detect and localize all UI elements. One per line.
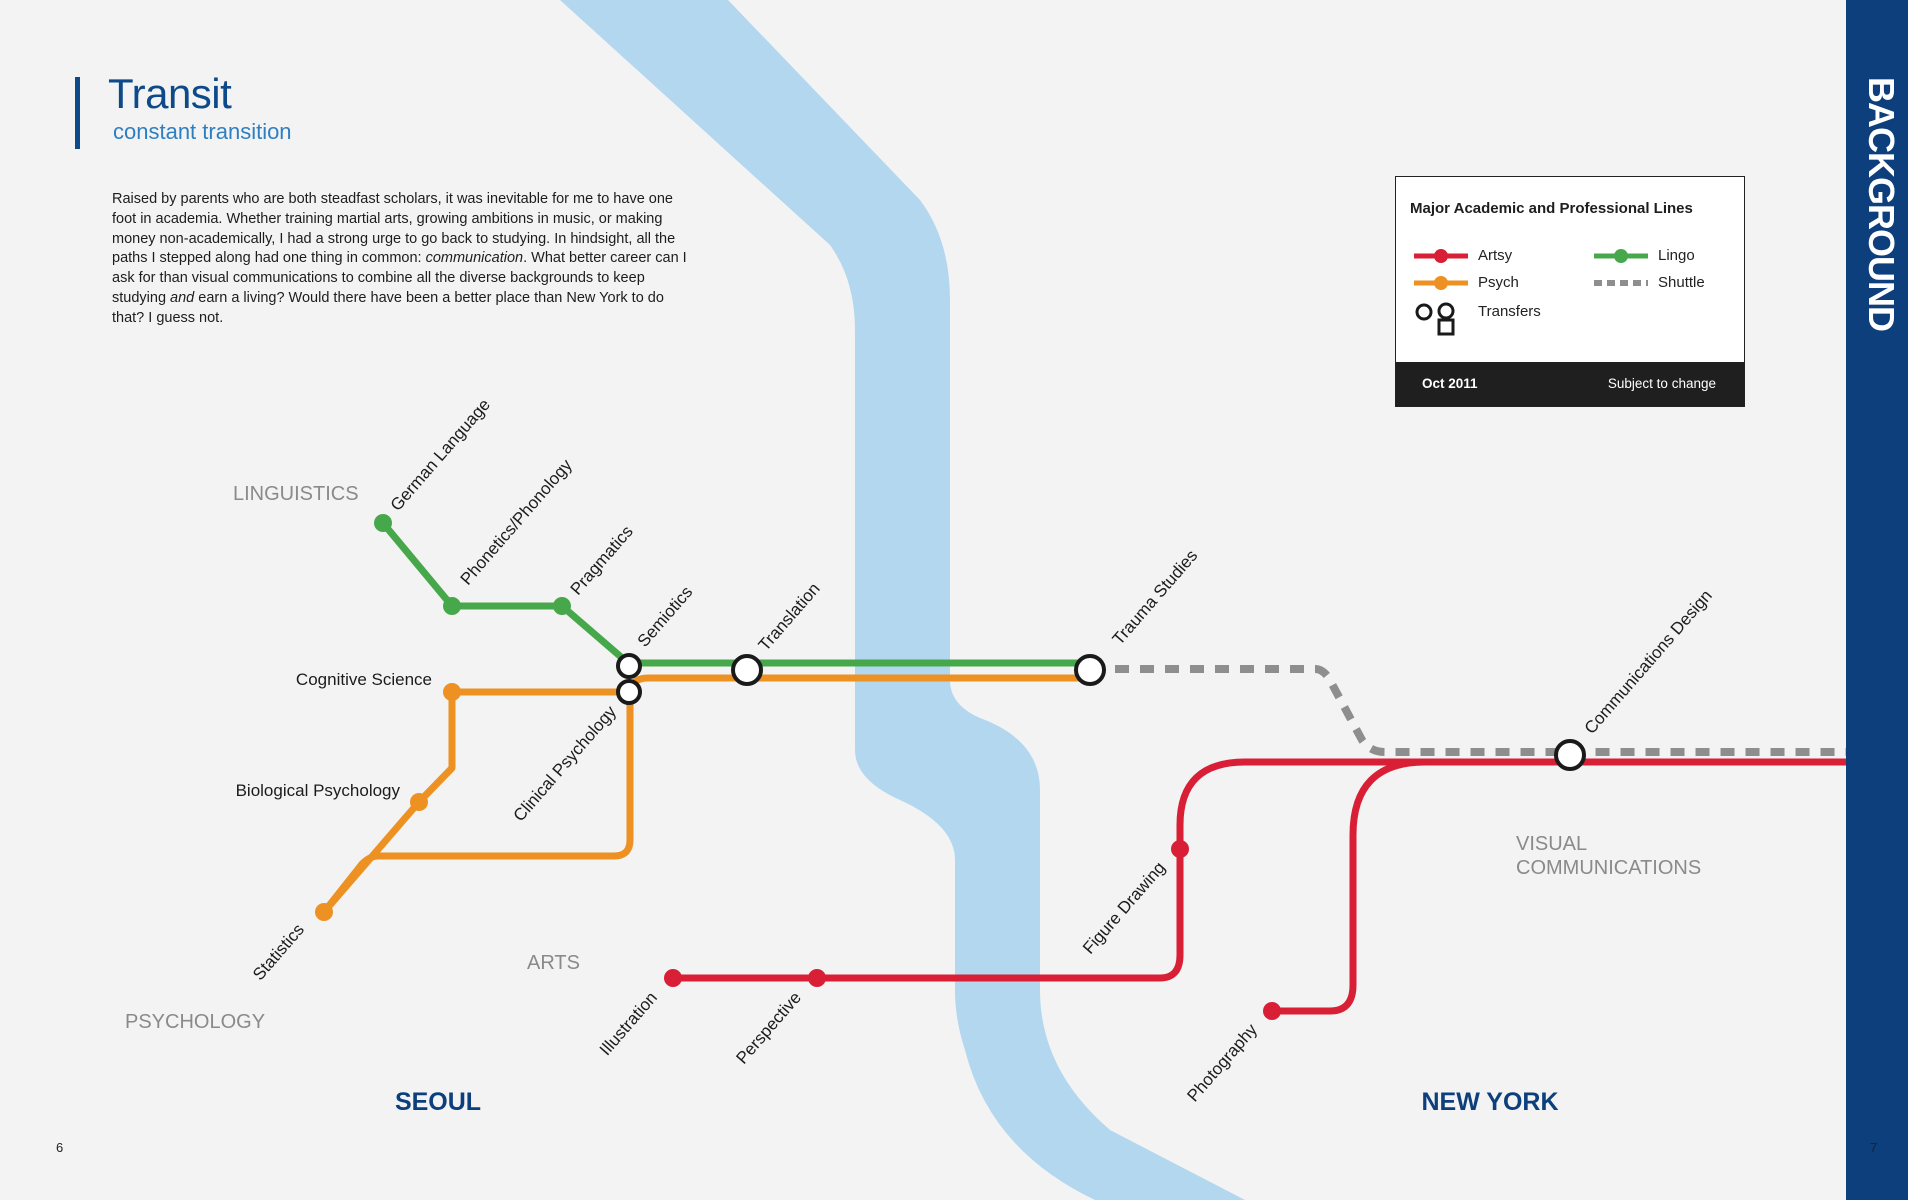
station-label-german-language: German Language	[387, 395, 494, 514]
lingo-line-icon	[1594, 249, 1648, 263]
station-label-pragmatics: Pragmatics	[567, 522, 637, 599]
station-phonetics-phonology	[443, 597, 461, 615]
legend-title: Major Academic and Professional Lines	[1410, 200, 1693, 217]
page-title: Transit	[108, 70, 232, 117]
page-number-left: 6	[56, 1140, 64, 1155]
station-figure-drawing	[1171, 840, 1189, 858]
legend-label: Artsy	[1478, 247, 1513, 264]
intro-text-run: and	[170, 289, 195, 306]
station-semiotics	[616, 679, 642, 705]
station-label-translation: Translation	[755, 579, 824, 654]
station-label-trauma-studies: Trauma Studies	[1109, 546, 1202, 649]
station-perspective	[808, 969, 826, 987]
page-subtitle: constant transition	[113, 119, 292, 144]
district-label-linguistics: LINGUISTICS	[233, 483, 359, 505]
page-number-right: 7	[1870, 1140, 1878, 1155]
map-legend: Major Academic and Professional Lines Ar…	[1395, 176, 1745, 407]
legend-date: Oct 2011	[1422, 376, 1478, 391]
stations	[315, 514, 1586, 1020]
transfer-station-icon	[1415, 302, 1455, 336]
psych-line-icon	[1414, 276, 1468, 290]
station-label-cognitive-science: Cognitive Science	[296, 670, 432, 689]
station-german-language	[374, 514, 392, 532]
city-label-seoul: SEOUL	[395, 1088, 481, 1116]
legend-note: Subject to change	[1607, 376, 1716, 391]
station-photography	[1263, 1002, 1281, 1020]
station-trauma-studies	[1074, 654, 1106, 686]
station-label-illustration: Illustration	[596, 988, 661, 1059]
line-psych-branch	[320, 688, 634, 916]
station-cognitive-science	[443, 683, 461, 701]
legend-footer: Oct 2011 Subject to change	[1396, 362, 1744, 406]
section-sidebar: BACKGROUND	[1846, 0, 1908, 1200]
legend-item-artsy: Artsy	[1412, 244, 1572, 268]
station-label-biological-psychology: Biological Psychology	[236, 781, 401, 800]
intro-text-run: earn a living? Would there have been a b…	[112, 289, 664, 326]
station-translation	[731, 654, 763, 686]
intro-text-run: . What better career can I ask for than …	[112, 250, 687, 306]
legend-item-transfers: Transfers	[1412, 300, 1612, 340]
station-communications-design	[1554, 739, 1586, 771]
line-artsy	[669, 758, 1850, 982]
district-label-psychology: PSYCHOLOGY	[125, 1011, 265, 1033]
river	[560, 0, 1245, 1200]
station-biological-psychology	[410, 793, 428, 811]
district-label-arts: ARTS	[527, 952, 580, 974]
legend-label: Lingo	[1658, 247, 1695, 264]
station-label-semiotics: Semiotics	[634, 583, 697, 651]
section-label: BACKGROUND	[1861, 77, 1902, 331]
station-label-photography: Photography	[1183, 1020, 1261, 1106]
line-shuttle	[1090, 665, 1846, 756]
intro-text-run: communication	[425, 250, 524, 267]
station-statistics	[315, 903, 333, 921]
artsy-line-icon	[1414, 249, 1468, 263]
station-label-statistics: Statistics	[249, 920, 308, 984]
station-pragmatics	[553, 597, 571, 615]
intro-text-run: Raised by parents who are both steadfast…	[112, 191, 676, 267]
legend-label: Shuttle	[1658, 274, 1705, 291]
legend-item-psych: Psych	[1412, 271, 1572, 295]
station-label-perspective: Perspective	[732, 988, 805, 1068]
line-artsy-branch	[1268, 758, 1429, 1015]
station-label-clinical-psychology: Clinical Psychology	[510, 702, 621, 825]
title-accent-bar	[75, 77, 80, 149]
legend-label: Psych	[1478, 274, 1519, 291]
station-label-communications-design: Communications Design	[1581, 586, 1716, 738]
line-psych-main	[320, 688, 456, 916]
station-illustration	[664, 969, 682, 987]
city-labels: SEOUL NEW YORK	[395, 1088, 1559, 1116]
legend-item-lingo: Lingo	[1592, 244, 1732, 268]
legend-label: Transfers	[1478, 303, 1541, 320]
intro-paragraph: Raised by parents who are both steadfast…	[112, 190, 692, 329]
station-semiotics	[616, 653, 642, 679]
city-label-new-york: NEW YORK	[1421, 1088, 1558, 1116]
station-label-phonetics-phonology: Phonetics/Phonology	[457, 455, 576, 588]
station-label-figure-drawing: Figure Drawing	[1079, 858, 1169, 957]
legend-item-shuttle: Shuttle	[1592, 271, 1732, 295]
shuttle-line-icon	[1594, 280, 1648, 286]
